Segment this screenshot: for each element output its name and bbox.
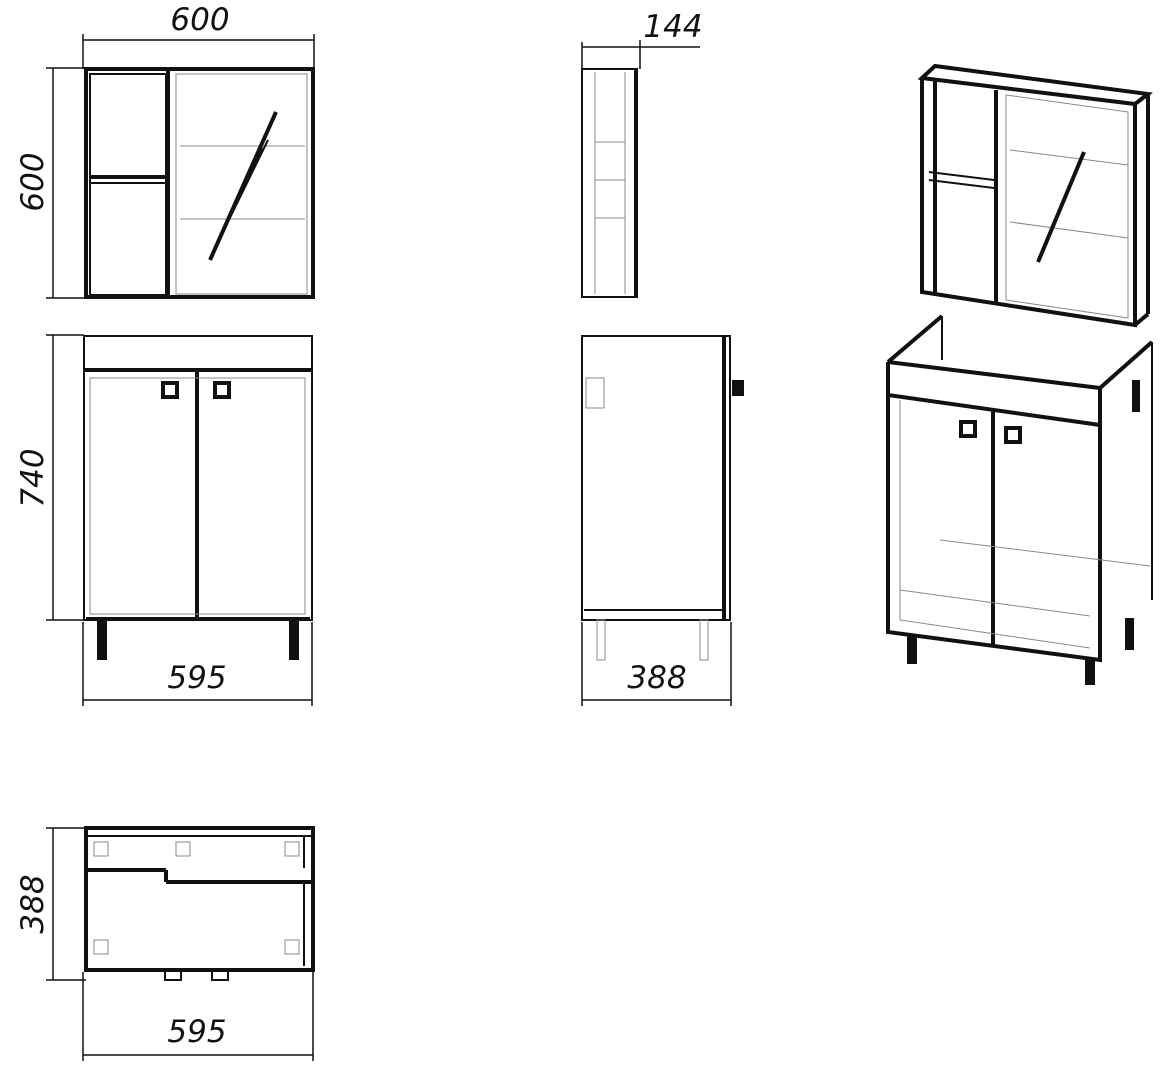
dimension-label: 144 (643, 9, 702, 45)
dimension-base-height: 740 (15, 334, 84, 621)
dimension-top-depth: 388 (15, 827, 86, 981)
dimension-label: 600 (15, 152, 51, 211)
dimension-base-width: 595 (82, 622, 313, 706)
dimension-base-depth: 388 (581, 622, 732, 706)
dimension-mirror-width: 600 (82, 2, 315, 69)
dimension-label: 388 (15, 874, 51, 933)
dimension-label: 595 (167, 660, 226, 696)
mirror-cabinet-isometric-view (917, 63, 1154, 328)
dimension-top-width: 595 (82, 972, 314, 1061)
base-cabinet-top-view (84, 826, 315, 981)
dimension-mirror-depth: 144 (581, 9, 703, 69)
base-cabinet-side-view (581, 335, 744, 661)
base-cabinet-isometric-view (886, 314, 1154, 685)
dimension-label: 740 (15, 448, 51, 507)
mirror-cabinet-front-view (84, 67, 315, 299)
dimension-mirror-height: 600 (15, 67, 86, 299)
dimension-label: 595 (167, 1014, 226, 1050)
dimension-label: 388 (627, 660, 686, 696)
base-cabinet-front-view (83, 335, 313, 660)
mirror-cabinet-side-view (581, 68, 638, 298)
dimension-label: 600 (170, 2, 229, 38)
